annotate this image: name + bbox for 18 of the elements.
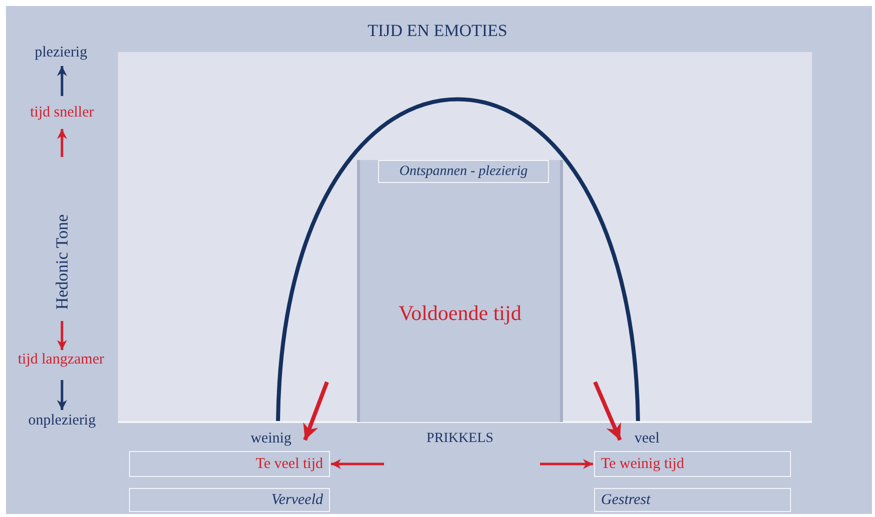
axis-label: weinig bbox=[250, 432, 292, 446]
axis-label: veel bbox=[634, 432, 660, 446]
chart-title: TIJD EN EMOTIES bbox=[366, 22, 508, 39]
axis-title: Hedonic Tone bbox=[54, 214, 70, 310]
axis-label: tijd sneller bbox=[30, 106, 94, 120]
text-box: Te weinig tijd bbox=[594, 451, 791, 477]
text-box: Verveeld bbox=[129, 488, 330, 512]
axis-label: plezierig bbox=[34, 46, 88, 60]
axis-title: PRIKKELS bbox=[426, 432, 494, 446]
arrow bbox=[540, 459, 593, 469]
band-label: Voldoende tijd bbox=[398, 303, 522, 324]
arrow bbox=[331, 459, 384, 469]
time-band bbox=[357, 160, 563, 422]
text-box: Gestrest bbox=[594, 488, 791, 512]
text-box: Ontspannen - plezierig bbox=[378, 160, 549, 183]
axis-label: tijd langzamer bbox=[18, 352, 104, 368]
text-box: Te veel tijd bbox=[129, 451, 330, 477]
axis-label: onplezierig bbox=[28, 414, 96, 428]
